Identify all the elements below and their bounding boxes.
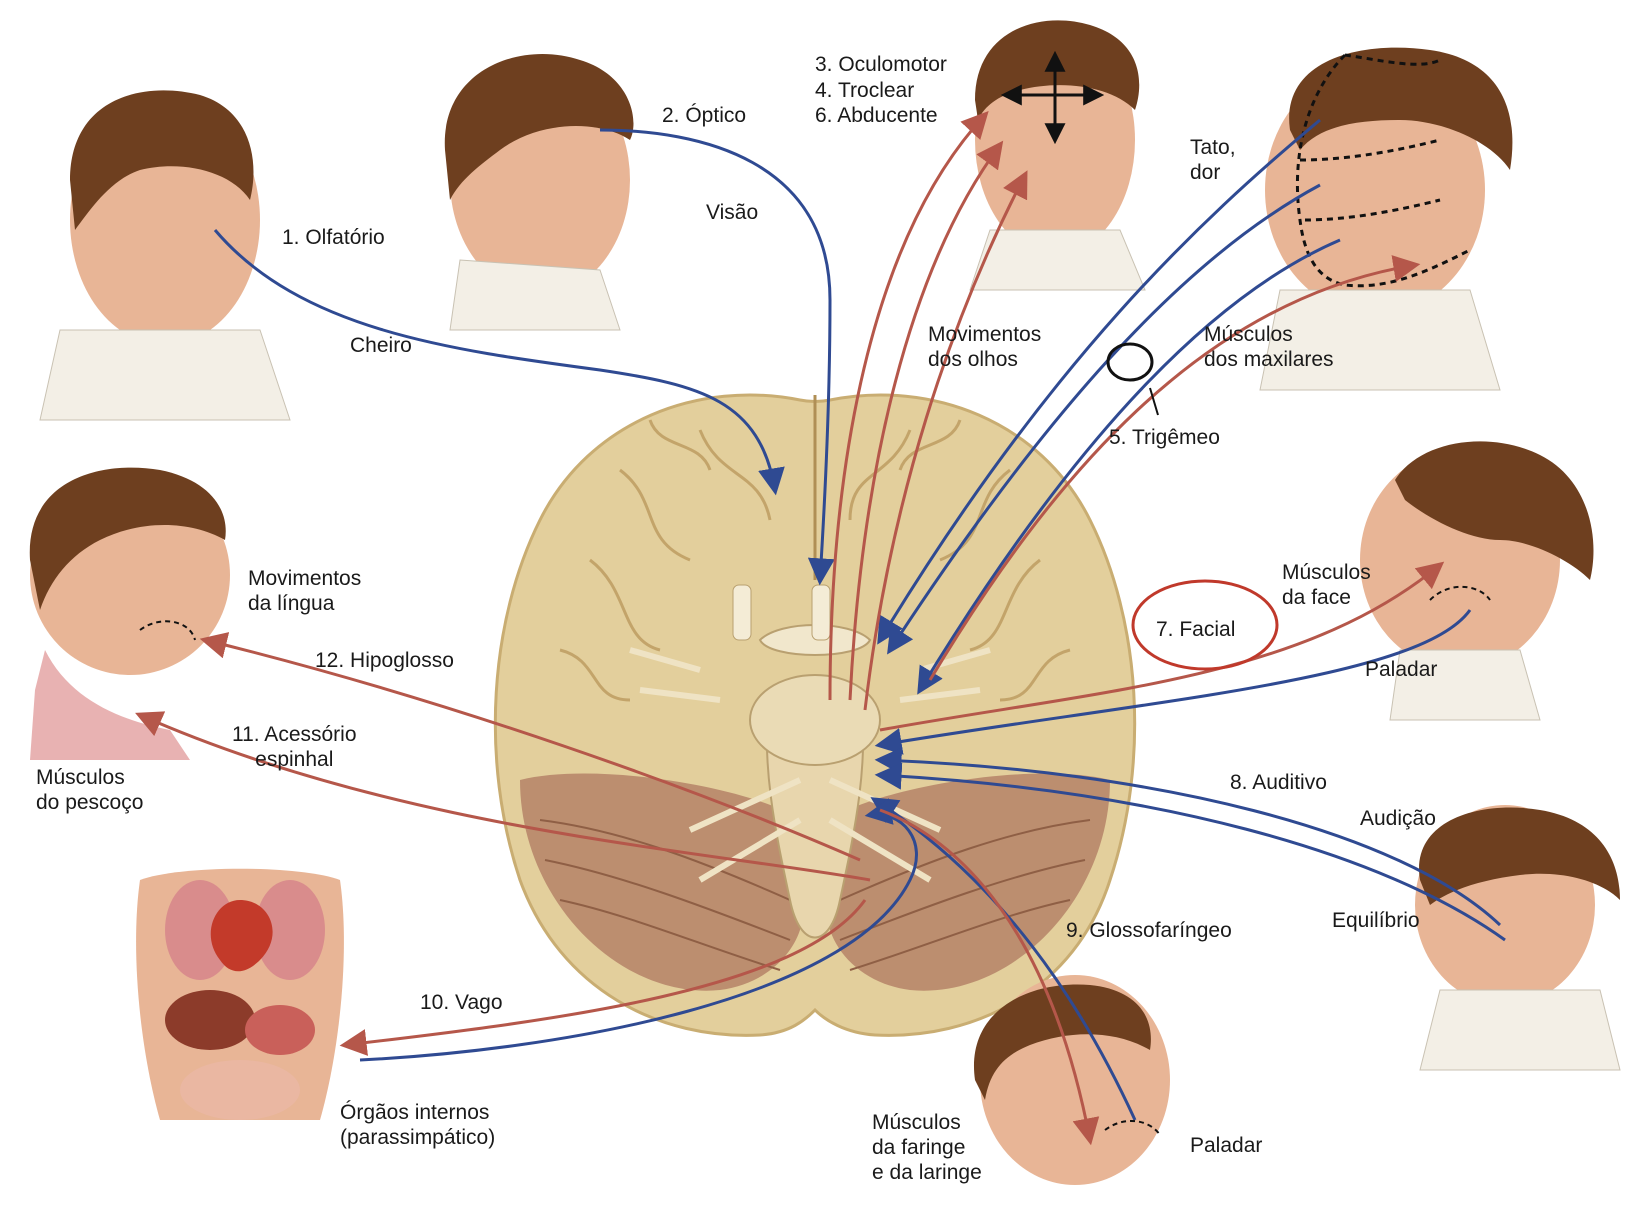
label-optic: 2. Óptico (662, 103, 746, 128)
liver (165, 990, 255, 1050)
label-vision: Visão (706, 200, 758, 225)
label-vagus: 10. Vago (420, 990, 503, 1015)
intestines (180, 1060, 300, 1120)
optic-nerve-stump-right (812, 585, 830, 640)
stomach (245, 1005, 315, 1055)
label-olfactory: 1. Olfatório (282, 225, 385, 250)
label-abducens: 6. Abducente (815, 103, 938, 128)
label-eye-movements: Movimentos dos olhos (928, 322, 1041, 372)
pons (750, 675, 880, 765)
label-pharynx-muscles: Músculos da faringe e da laringe (872, 1110, 982, 1185)
head-olfactory (40, 90, 290, 420)
head-glossopharyngeal (974, 975, 1170, 1185)
label-hypoglossal: 12. Hipoglosso (315, 648, 454, 673)
label-taste-glossopharyngeal: Paladar (1190, 1133, 1262, 1158)
torso-internal-organs (136, 869, 344, 1120)
head-auditory (1415, 805, 1620, 1070)
label-auditory: 8. Auditivo (1230, 770, 1327, 795)
label-oculomotor: 3. Oculomotor (815, 52, 947, 77)
head-optic (445, 54, 634, 330)
trigeminal-ring (1108, 344, 1152, 380)
label-tongue-movements: Movimentos da língua (248, 566, 361, 616)
label-trigeminal: 5. Trigêmeo (1109, 425, 1220, 450)
head-hypoglossal (30, 468, 230, 760)
label-trochlear: 4. Troclear (815, 78, 914, 103)
label-internal-organs: Órgãos internos (parassimpático) (340, 1100, 495, 1150)
label-taste-facial: Paladar (1365, 657, 1437, 682)
label-hearing: Audição (1360, 806, 1436, 831)
label-touch-pain: Tato, dor (1190, 135, 1236, 185)
label-facial: 7. Facial (1156, 617, 1235, 642)
label-neck-muscles: Músculos do pescoço (36, 765, 143, 815)
optic-nerve-stump-left (733, 585, 751, 640)
label-jaw-muscles: Músculos dos maxilares (1204, 322, 1334, 372)
brain-illustration (495, 395, 1134, 1035)
label-accessory: 11. Acessório espinhal (232, 722, 357, 772)
label-glossopharyngeal: 9. Glossofaríngeo (1066, 918, 1232, 943)
head-eye-movements (970, 20, 1145, 290)
label-smell: Cheiro (350, 333, 412, 358)
label-face-muscles: Músculos da face (1282, 560, 1371, 610)
label-balance: Equilíbrio (1332, 908, 1420, 933)
